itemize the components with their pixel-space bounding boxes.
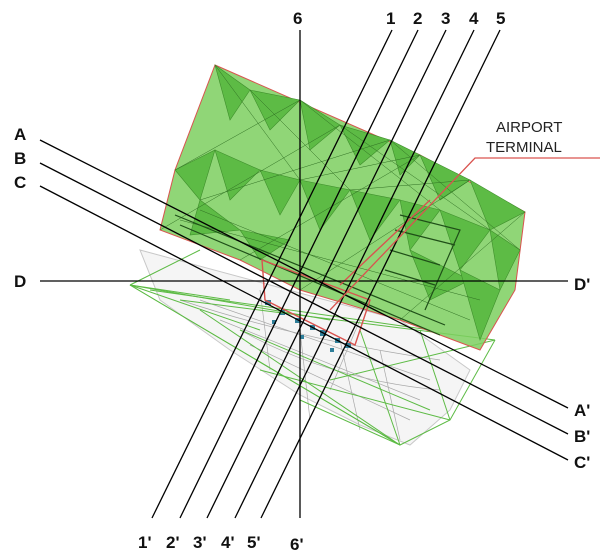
label-top-3: 3 [441, 9, 450, 28]
label-bottom-1: 1' [138, 533, 152, 552]
label-top-6: 6 [293, 9, 302, 28]
label-left-D: D [14, 272, 26, 291]
label-bottom-6: 6' [290, 535, 304, 554]
section-line-1 [151, 29, 393, 519]
label-left-A: A [14, 125, 26, 144]
label-left-C: C [14, 173, 26, 192]
section-line-5 [260, 29, 501, 519]
section-line-4 [234, 29, 475, 519]
label-bottom-3: 3' [193, 533, 207, 552]
section-line-C [39, 185, 569, 461]
terminal-callout: AIRPORT TERMINAL [486, 119, 562, 156]
mesh-triangles [174, 64, 526, 341]
callout-line-1: AIRPORT [496, 119, 562, 136]
label-bottom-4: 4' [221, 533, 235, 552]
label-right-D: D' [574, 275, 590, 294]
label-top-1: 1 [386, 9, 395, 28]
section-line-3 [206, 29, 447, 519]
label-top-2: 2 [413, 9, 422, 28]
label-top-5: 5 [496, 9, 505, 28]
terminal-outline [261, 199, 431, 346]
section-lines [39, 29, 569, 519]
section-line-B [39, 162, 569, 435]
label-top-4: 4 [469, 9, 479, 28]
label-bottom-2: 2' [166, 533, 180, 552]
section-line-A [39, 139, 569, 409]
callout-line-2: TERMINAL [486, 139, 562, 156]
terminal-structure [174, 214, 461, 336]
section-labels: 6 1 2 3 4 5 A B C D D' A' B' C' 1' 2' 3'… [14, 9, 590, 554]
label-bottom-5: 5' [247, 533, 261, 552]
terrain-mesh [159, 64, 526, 351]
section-line-2 [179, 29, 419, 519]
label-right-A: A' [574, 401, 590, 420]
label-left-B: B [14, 149, 26, 168]
label-right-C: C' [574, 453, 590, 472]
terminal-callout-line [329, 157, 600, 311]
label-right-B: B' [574, 427, 590, 446]
